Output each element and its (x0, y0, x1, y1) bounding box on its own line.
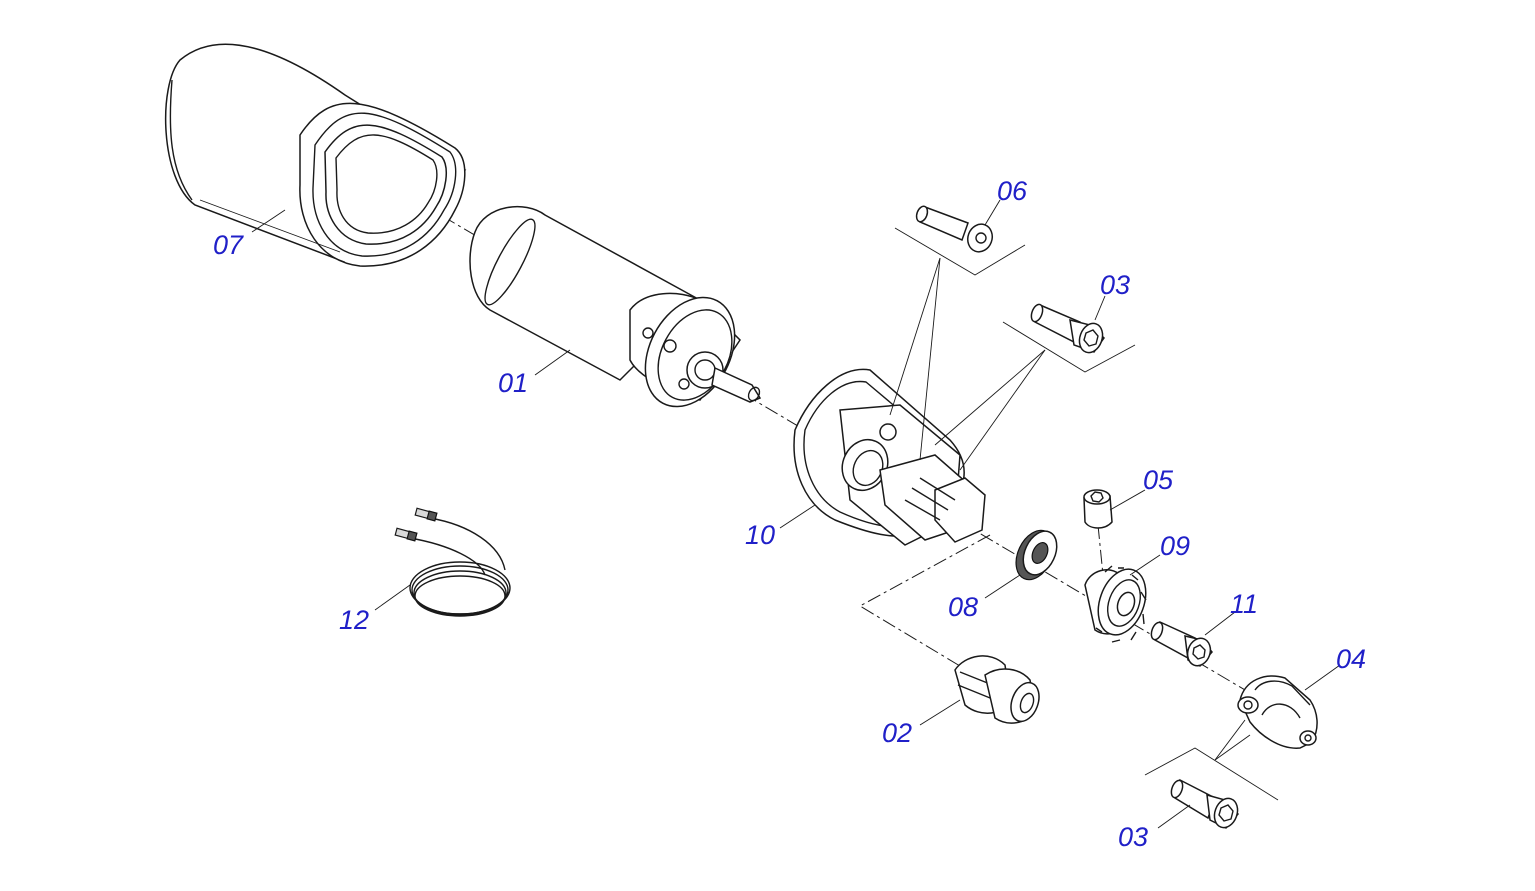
part-12-cable (394, 507, 511, 617)
part-01-motor (469, 205, 762, 408)
part-03-screw-upper (1030, 303, 1105, 354)
leader-03-upper-a (934, 349, 1046, 446)
leader-06 (894, 227, 1026, 276)
part-11-screw (1150, 620, 1213, 667)
part-02-cable-gland (954, 655, 1040, 724)
callout-11: 11 (1230, 589, 1259, 619)
gland-axis-line (858, 534, 1001, 691)
callout-12: 12 (339, 605, 370, 635)
leader-03-lower-a (1214, 719, 1246, 761)
callout-03-upper: 03 (1100, 270, 1131, 300)
leader-10 (779, 504, 816, 529)
leader-03-upper-text (1094, 295, 1106, 321)
leader-04 (1304, 664, 1341, 691)
callout-01: 01 (498, 368, 529, 398)
part-05-set-screw (1083, 489, 1113, 529)
leader-03-lower-b (1214, 734, 1251, 761)
setscrew-axis-line (1097, 524, 1104, 576)
leader-03-lower (1144, 747, 1279, 801)
part-08-bearing (1015, 529, 1058, 581)
part-06-screw (915, 205, 994, 253)
callout-10: 10 (745, 520, 776, 550)
callout-06: 06 (997, 176, 1028, 206)
leader-06-a (889, 257, 941, 416)
callout-09: 09 (1160, 531, 1191, 561)
callout-07: 07 (213, 230, 244, 260)
callout-03-lower: 03 (1118, 822, 1149, 852)
leader-03-upper (1002, 321, 1136, 373)
callout-02: 02 (882, 718, 913, 748)
leader-08 (984, 574, 1021, 599)
leader-03-lower-text (1157, 804, 1191, 829)
part-10-gearbox-housing (793, 368, 986, 546)
leader-03-upper-b (959, 349, 1046, 471)
callout-04: 04 (1336, 644, 1367, 674)
callout-08: 08 (948, 592, 979, 622)
leader-07 (251, 209, 286, 233)
leader-09 (1129, 554, 1161, 576)
part-07-housing-tube (164, 43, 467, 267)
leader-05 (1109, 489, 1146, 511)
leader-02 (919, 699, 961, 726)
leader-06-text (984, 199, 1001, 226)
callout-05: 05 (1143, 465, 1174, 495)
part-09-pinion-gear (1084, 565, 1147, 643)
part-04-end-cap (1237, 675, 1318, 749)
leader-12 (374, 584, 411, 611)
part-03-screw-lower (1170, 778, 1240, 829)
leader-01 (534, 349, 571, 376)
leader-11 (1204, 611, 1236, 636)
leader-06-b (919, 257, 941, 461)
